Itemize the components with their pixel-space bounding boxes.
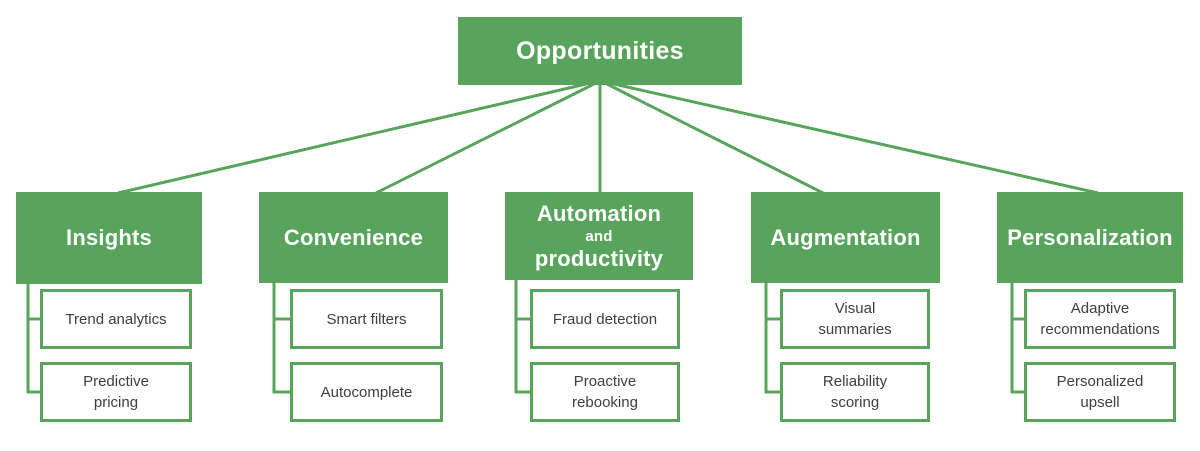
edge-root-personalization (613, 82, 1099, 195)
node-autocomplete-label: Autocomplete (320, 383, 413, 401)
node-trend-analytics-label: Trend analytics (65, 310, 167, 328)
node-adaptive-recommendations: Adaptive recommendations (1024, 289, 1176, 349)
node-automation-label-line2: and (585, 227, 613, 245)
node-fraud-detection: Fraud detection (530, 289, 680, 349)
node-reliability-scoring: Reliability scoring (780, 362, 930, 422)
node-personalization: Personalization (997, 192, 1183, 283)
elbow-insights (26, 284, 40, 394)
node-smart-filters: Smart filters (290, 289, 443, 349)
elbow-augmentation (764, 283, 780, 394)
node-augmentation-label: Augmentation (770, 224, 921, 250)
node-automation-label-line3: productivity (534, 245, 664, 271)
node-trend-analytics: Trend analytics (40, 289, 192, 349)
node-opportunities-label: Opportunities (516, 36, 684, 65)
elbow-automation (514, 280, 530, 394)
node-fraud-detection-label: Fraud detection (552, 310, 658, 328)
edge-root-insights (117, 82, 587, 195)
node-convenience: Convenience (259, 192, 448, 283)
node-predictive-pricing-label: Predictive pricing (83, 373, 149, 411)
node-autocomplete: Autocomplete (290, 362, 443, 422)
node-proactive-rebooking-label: Proactive rebooking (572, 373, 638, 411)
node-adaptive-recommendations-label: Adaptive recommendations (1040, 300, 1160, 338)
edge-root-augmentation (606, 82, 824, 195)
node-automation-productivity: Automation and productivity (505, 192, 693, 280)
node-opportunities: Opportunities (458, 17, 742, 85)
node-proactive-rebooking: Proactive rebooking (530, 362, 680, 422)
edge-root-convenience (375, 82, 595, 195)
elbow-convenience (272, 283, 290, 394)
node-predictive-pricing: Predictive pricing (40, 362, 192, 422)
node-visual-summaries: Visual summaries (780, 289, 930, 349)
node-reliability-scoring-label: Reliability scoring (822, 373, 888, 411)
node-insights-label: Insights (66, 225, 152, 250)
node-smart-filters-label: Smart filters (326, 310, 407, 328)
node-personalized-upsell: Personalized upsell (1024, 362, 1176, 422)
node-automation-label-line1: Automation (536, 200, 662, 226)
node-personalization-label: Personalization (1007, 224, 1173, 250)
node-visual-summaries-label: Visual summaries (818, 300, 892, 338)
elbow-personalization (1010, 283, 1024, 394)
node-convenience-label: Convenience (283, 224, 424, 250)
node-personalized-upsell-label: Personalized upsell (1056, 373, 1144, 411)
node-insights: Insights (16, 192, 202, 284)
node-augmentation: Augmentation (751, 192, 940, 283)
